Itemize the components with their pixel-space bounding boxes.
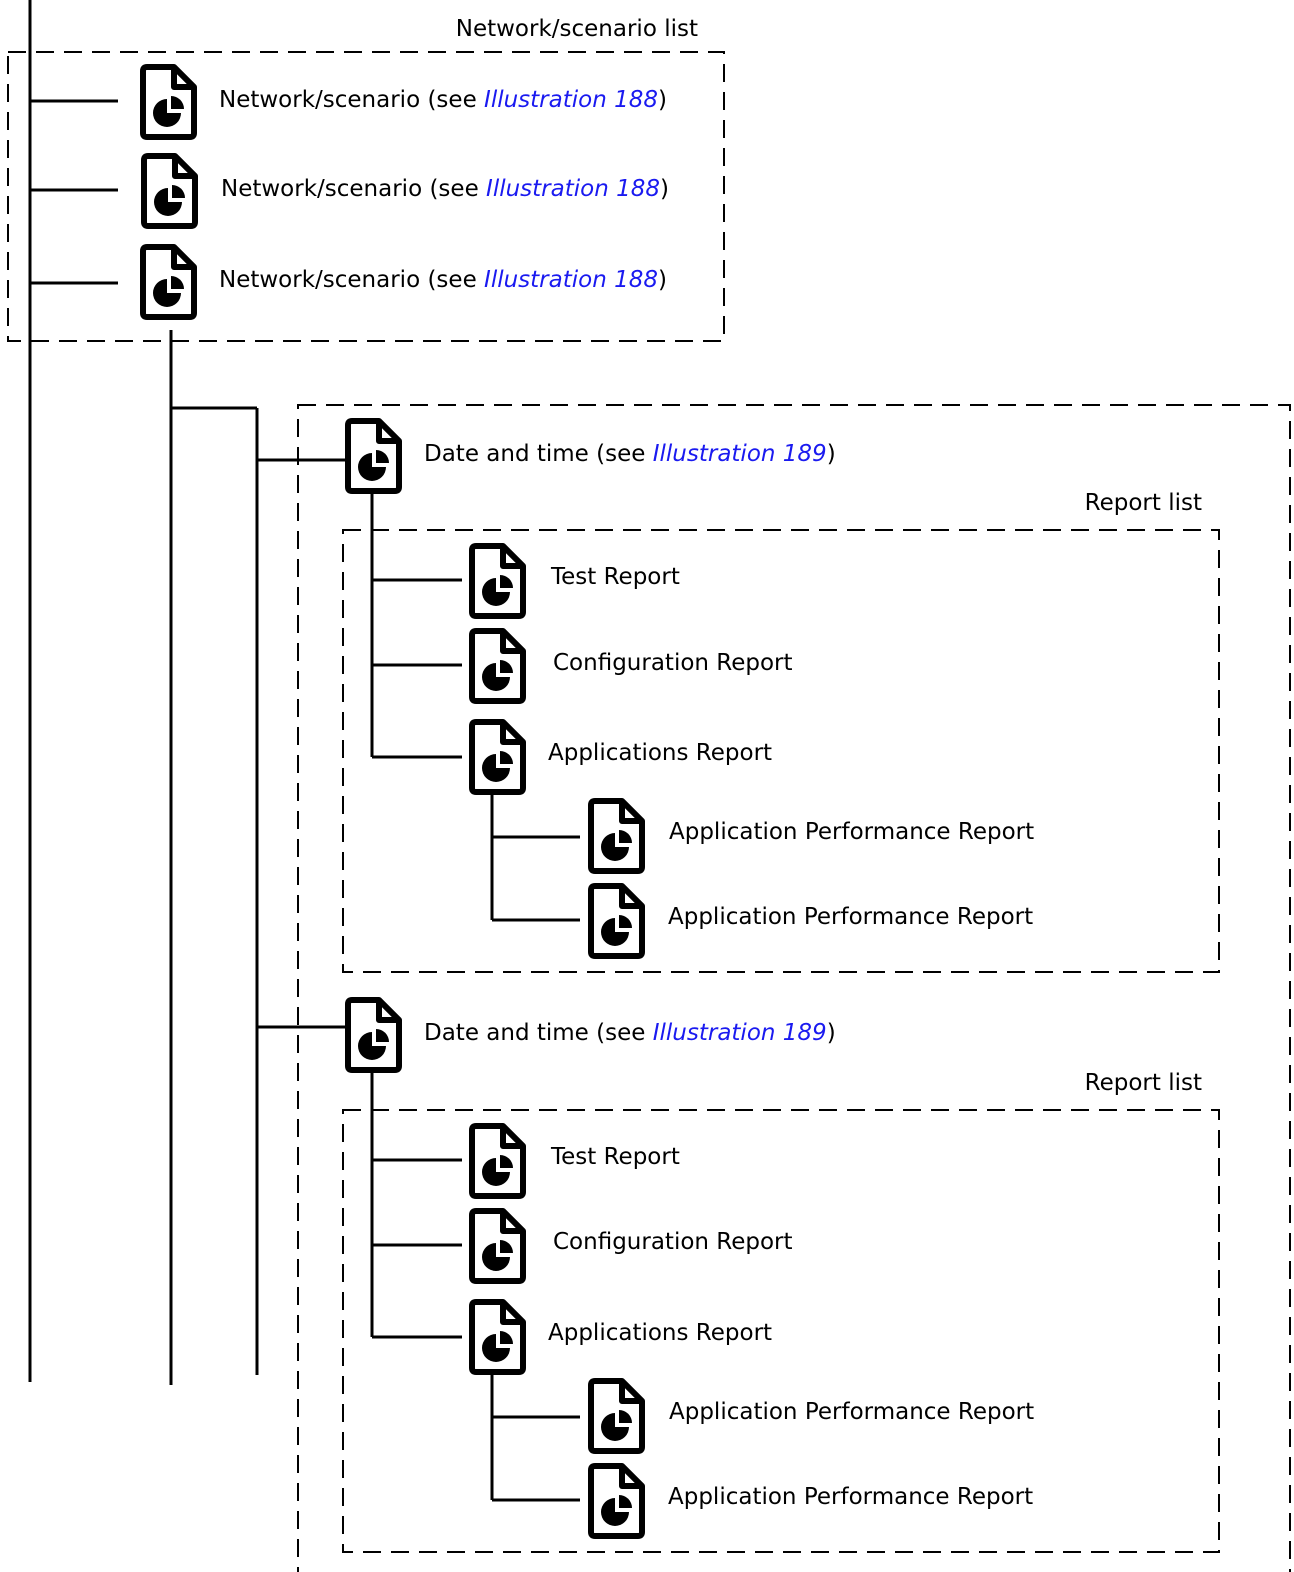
network-scenario-label: Network/scenario (see Illustration 188) [221,176,669,202]
network-scenario-label: Network/scenario (see Illustration 188) [219,87,667,113]
report-document-icon [345,417,403,495]
report-document-icon [469,718,527,796]
applications-report-label: Applications Report [548,1320,773,1346]
applications-report-label: Applications Report [548,740,773,766]
date-time-label: Date and time (see Illustration 189) [424,441,836,467]
report-document-icon [345,996,403,1074]
illustration-188-link[interactable]: Illustration 188 [484,87,658,113]
date-time-label: Date and time (see Illustration 189) [424,1020,836,1046]
report-document-icon [588,1462,646,1540]
report-list-1-border [342,529,1220,973]
application-performance-report-label: Application Performance Report [668,1484,1034,1510]
illustration-188-link[interactable]: Illustration 188 [484,267,658,293]
report-document-icon [588,797,646,875]
illustration-188-link[interactable]: Illustration 188 [486,176,660,202]
date-group-border [297,404,1291,1572]
report-document-icon [469,1298,527,1376]
illustration-189-link[interactable]: Illustration 189 [652,441,827,467]
network-list-group-border [7,51,725,342]
report-document-icon [588,1377,646,1455]
report-document-icon [140,243,198,321]
application-performance-report-label: Application Performance Report [669,1399,1035,1425]
test-report-label: Test Report [551,564,680,590]
network-list-label: Network/scenario list [455,16,698,42]
application-performance-report-label: Application Performance Report [668,904,1034,930]
illustration-189-link[interactable]: Illustration 189 [652,1020,827,1046]
test-report-label: Test Report [551,1144,680,1170]
report-document-icon [469,1122,527,1200]
application-performance-report-label: Application Performance Report [669,819,1035,845]
report-list-2-border [342,1109,1220,1553]
report-document-icon [469,1207,527,1285]
network-scenario-label: Network/scenario (see Illustration 188) [219,267,667,293]
configuration-report-label: Configuration Report [553,1229,793,1255]
report-document-icon [469,627,527,705]
report-document-icon [588,882,646,960]
report-document-icon [140,63,198,141]
configuration-report-label: Configuration Report [553,650,793,676]
report-document-icon [141,152,199,230]
report-list-2-label: Report list [1084,1070,1202,1096]
report-list-1-label: Report list [1084,490,1202,516]
report-document-icon [469,542,527,620]
